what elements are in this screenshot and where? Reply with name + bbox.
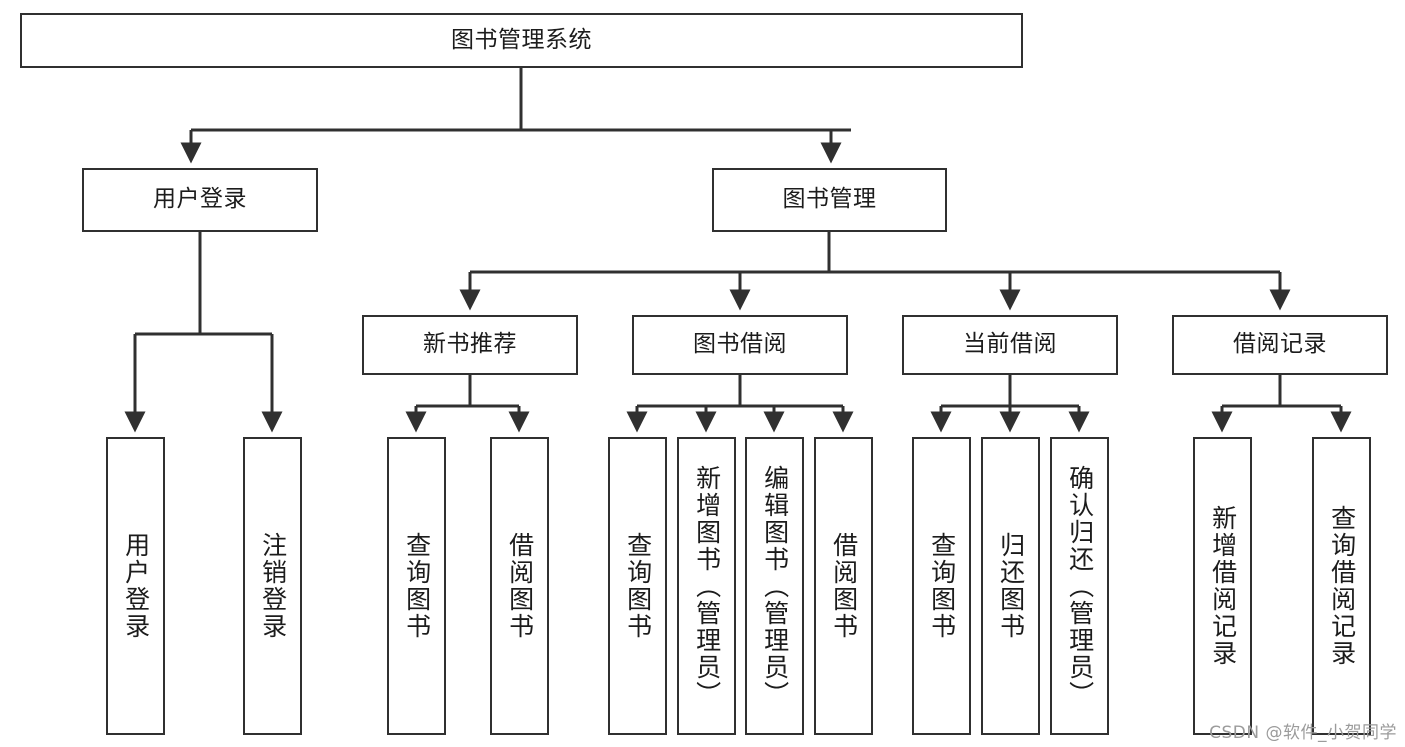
- leaf-currentborrow-confirm-return-admin[interactable]: 确认归还（管理员）: [1050, 437, 1109, 735]
- node-label: 借阅图书: [505, 532, 535, 640]
- node-label: 归还图书: [996, 532, 1026, 640]
- node-borrow-record[interactable]: 借阅记录: [1172, 315, 1388, 375]
- leaf-newbook-query-book[interactable]: 查询图书: [387, 437, 446, 735]
- leaf-bookborrow-borrow-book[interactable]: 借阅图书: [814, 437, 873, 735]
- leaf-user-login-do[interactable]: 用户登录: [106, 437, 165, 735]
- node-label: 用户登录: [153, 186, 247, 213]
- node-user-login[interactable]: 用户登录: [82, 168, 318, 232]
- node-root-system[interactable]: 图书管理系统: [20, 13, 1023, 68]
- node-label: 用户登录: [121, 532, 151, 640]
- csdn-watermark: CSDN @软件_小贺同学: [1209, 723, 1397, 743]
- node-label: 当前借阅: [963, 331, 1057, 358]
- node-label: 图书管理: [782, 186, 877, 213]
- node-label: 图书借阅: [693, 331, 787, 358]
- leaf-user-logout[interactable]: 注销登录: [243, 437, 302, 735]
- leaf-bookborrow-query-book[interactable]: 查询图书: [608, 437, 667, 735]
- leaf-currentborrow-query-book[interactable]: 查询图书: [912, 437, 971, 735]
- node-book-borrow[interactable]: 图书借阅: [632, 315, 848, 375]
- node-label: 查询借阅记录: [1327, 505, 1357, 667]
- leaf-newbook-borrow-book[interactable]: 借阅图书: [490, 437, 549, 735]
- leaf-borrowrecord-query-record[interactable]: 查询借阅记录: [1312, 437, 1371, 735]
- node-book-management[interactable]: 图书管理: [712, 168, 947, 232]
- node-label: 新书推荐: [423, 331, 517, 358]
- node-label: 借阅图书: [829, 532, 859, 640]
- node-new-book-recommend[interactable]: 新书推荐: [362, 315, 578, 375]
- node-label: 查询图书: [927, 532, 957, 640]
- leaf-borrowrecord-add-record[interactable]: 新增借阅记录: [1193, 437, 1252, 735]
- leaf-bookborrow-edit-book-admin[interactable]: 编辑图书（管理员）: [745, 437, 804, 735]
- leaf-currentborrow-return-book[interactable]: 归还图书: [981, 437, 1040, 735]
- node-label: 查询图书: [623, 532, 653, 640]
- leaf-bookborrow-add-book-admin[interactable]: 新增图书（管理员）: [677, 437, 736, 735]
- node-label: 借阅记录: [1233, 331, 1327, 358]
- node-label: 图书管理系统: [451, 26, 592, 53]
- node-label: 确认归还（管理员）: [1065, 464, 1095, 708]
- node-label: 注销登录: [258, 532, 288, 640]
- node-label: 查询图书: [402, 532, 432, 640]
- node-label: 新增图书（管理员）: [692, 464, 722, 708]
- node-label: 新增借阅记录: [1208, 505, 1238, 667]
- node-current-borrow[interactable]: 当前借阅: [902, 315, 1118, 375]
- node-label: 编辑图书（管理员）: [760, 464, 790, 708]
